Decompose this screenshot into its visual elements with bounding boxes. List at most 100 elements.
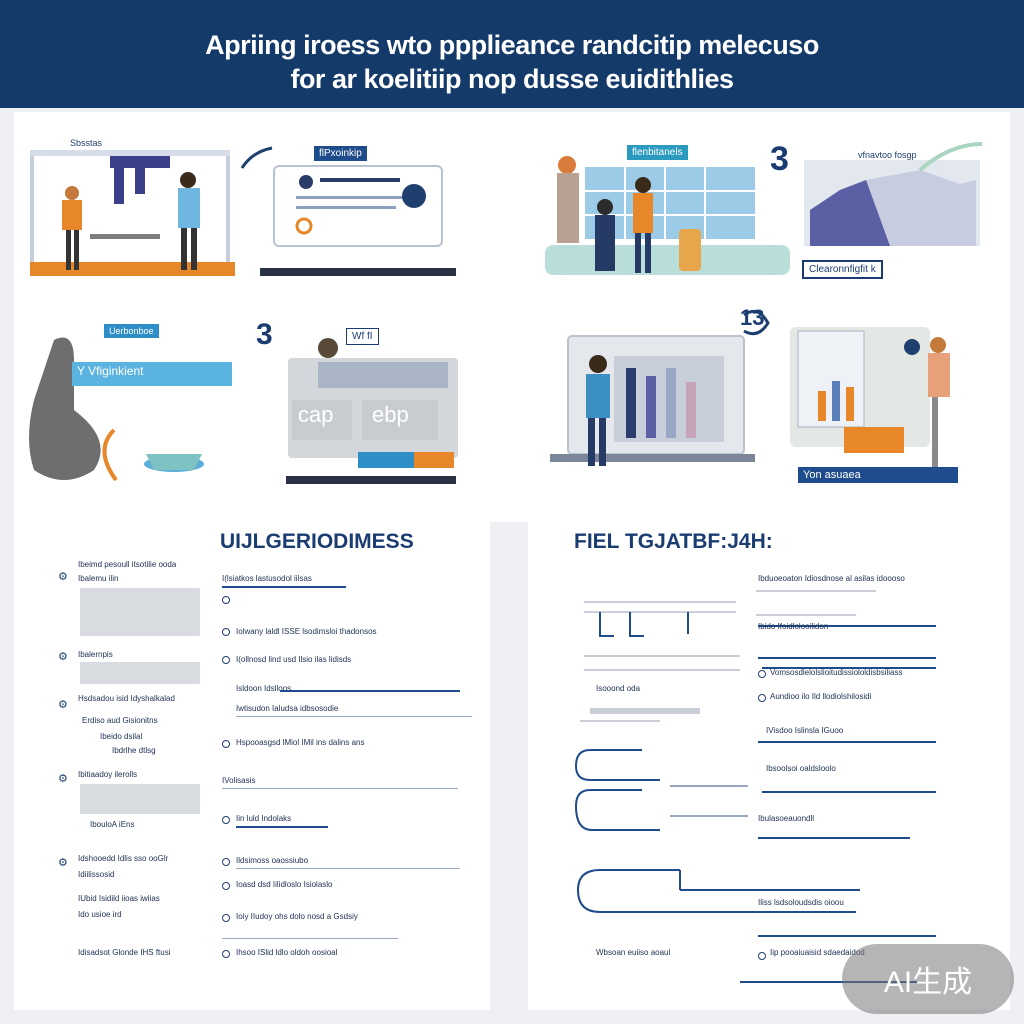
illustration-workstation: 3 Wf fI cap ebp: [238, 318, 468, 488]
bullet: [222, 816, 230, 824]
team-board-illustration: [545, 156, 790, 275]
list-item: Ihsoo ISlid ldlo oldoh oosioal: [236, 948, 338, 957]
list-item: Ibeimd pesoull itsotilie ooda: [78, 560, 177, 569]
panel-tag: flenbitanels: [627, 145, 688, 160]
list-item: Ibido Ifoidlolooilidon: [758, 622, 829, 631]
illustration-office: 13 Yon asuaea: [738, 305, 968, 495]
list-item: Iwtisudon Ialudsa idbsosodie: [236, 704, 339, 713]
list-item: Ildsimoss oaossiubo: [236, 856, 309, 865]
doc-icon: ⚙: [58, 699, 68, 711]
list-item: Idisadsot Glonde IHS ftusi: [78, 948, 171, 957]
panel-tag: flPxoinkip: [314, 146, 367, 161]
list-item: Vomsosdlelolslioitudissiololdisbsiliass: [770, 668, 903, 677]
list-item: Idshooedd Idlis sso ooGlr: [78, 854, 169, 863]
screen-text-right: ebp: [372, 402, 409, 427]
placeholder-block: [80, 784, 200, 814]
bullet: [222, 740, 230, 748]
page-header: Apriing iroess wto ppplieance randcitip …: [0, 0, 1024, 108]
chart-panel-illustration: [804, 142, 983, 246]
bullet: [758, 670, 766, 678]
placeholder-block: [80, 662, 200, 684]
illustration-mouse-cup: Uerbonboe Y Vfiginkient: [24, 320, 234, 490]
list-item: Erdiso aud Gisionitns: [82, 716, 158, 725]
list-item: IVisdoo Islinsla IGuoo: [766, 726, 844, 735]
date-label: Isooond oda: [596, 684, 641, 693]
divider: [222, 938, 398, 939]
list-item: IUbid Isidild iioas iwiias: [78, 894, 160, 903]
list-item: Hspooasgsd lMiol IMil ins dalins ans: [236, 738, 365, 747]
step-number: 3: [256, 318, 273, 351]
divider: [222, 586, 346, 588]
list-item: Iip pooaiuaisid sdaedaidod: [770, 948, 865, 957]
illustration-team-board: flenbitanels: [545, 145, 795, 280]
list-item: Iliss lsdsoloudsdis oioou: [758, 898, 844, 907]
bullet: [222, 914, 230, 922]
list-item: Ibalemu ilin: [78, 574, 119, 583]
flow-diagram: [574, 590, 936, 983]
list-item: IbouloA iEns: [90, 820, 135, 829]
illustration-team-table: Sbsstas: [30, 138, 240, 278]
list-item: Isldoon Idslloos: [236, 684, 292, 693]
list-item: Ioiy IIudoy ohs dolo nosd a Gsdsiy: [236, 912, 358, 921]
screen-text-left: cap: [298, 402, 334, 427]
list-item: Iin luld Indolaks: [236, 814, 292, 823]
divider: [236, 716, 472, 717]
bullet: [222, 950, 230, 958]
step-number: 3: [770, 140, 789, 178]
bullet: [222, 656, 230, 664]
team-table-illustration: [30, 150, 235, 276]
doc-icon: ⚙: [58, 857, 68, 869]
list-item: IVolisasis: [222, 776, 256, 785]
step-number: 13: [740, 305, 765, 330]
office-illustration: [743, 309, 950, 467]
panel-tag: Uerbonboe: [104, 324, 159, 338]
doc-icon: ⚙: [58, 571, 68, 583]
illustration-person-monitor: [550, 320, 760, 490]
panel-tag: Clearonnfigfit k: [802, 260, 883, 279]
list-item: Ido usioe ird: [78, 910, 122, 919]
list-item: Ibsoolsoi oaldsloolo: [766, 764, 836, 773]
illustration-monitor-ui: flPxoinkip: [238, 140, 460, 280]
left-section-title: UIJLGERIODIMESS: [220, 530, 414, 553]
divider: [236, 868, 460, 869]
right-document: [528, 522, 1010, 1010]
divider: [236, 826, 328, 828]
list-item: I(ollnosd lind usd Ilsio ilas lidisds: [236, 655, 352, 664]
panel-label: vfnavtoo fosgp: [858, 150, 917, 160]
bullet: [222, 858, 230, 866]
list-item: Ibdrlhe dtlsg: [112, 746, 156, 755]
panel-tag: Yon asuaea: [798, 467, 958, 483]
bullet: [758, 694, 766, 702]
ai-generated-watermark: AI生成: [842, 944, 1014, 1014]
doc-icon: ⚙: [58, 651, 68, 663]
right-section-title: FIEL TGJATBF:J4H:: [574, 530, 773, 553]
list-item: Ibeido dsilal: [100, 732, 143, 741]
list-item: I(lsiatkos lastusodol iilsas: [222, 574, 312, 583]
list-item: Hsdsadou isid Idyshalkalad: [78, 694, 175, 703]
list-item: Ibduoeoaton Idiosdnose al asilas idoooso: [758, 574, 905, 583]
monitor-ui-illustration: [240, 146, 456, 276]
panel-banner: Y Vfiginkient: [72, 362, 232, 386]
list-item: Ibitiaadoy ilerolls: [78, 770, 138, 779]
panel-tag: Wf fI: [346, 328, 379, 345]
bullet: [222, 628, 230, 636]
placeholder-block: [80, 588, 200, 636]
list-item: Ibalernpis: [78, 650, 113, 659]
doc-icon: ⚙: [58, 773, 68, 785]
list-item: Iolwany laldl ISSE lsodimsloi thadonsos: [236, 627, 377, 636]
divider: [222, 788, 458, 789]
illustration-chart-panel: 3 vfnavtoo fosgp Clearonnfigfit k: [770, 140, 990, 290]
panel-label: Sbsstas: [70, 138, 103, 148]
list-item: Aundioo ilo Ild llodiolshilosidi: [770, 692, 872, 701]
list-item: Idiilissosid: [78, 870, 115, 879]
header-title-line1: Apriing iroess wto ppplieance randcitip …: [205, 30, 819, 60]
list-item: Ioasd dsd Iilidloslo Isiolaslo: [236, 880, 333, 889]
bullet: [222, 882, 230, 890]
bullet: [222, 596, 230, 604]
mouse-cup-illustration: [29, 337, 204, 482]
bullet: [758, 952, 766, 960]
person-monitor-illustration: [550, 335, 755, 466]
list-item: Ibulasoeauondll: [758, 814, 815, 823]
workstation-illustration: [286, 338, 458, 484]
header-title-line2: for ar koelitiip nop dusse euidithlies: [290, 64, 734, 94]
